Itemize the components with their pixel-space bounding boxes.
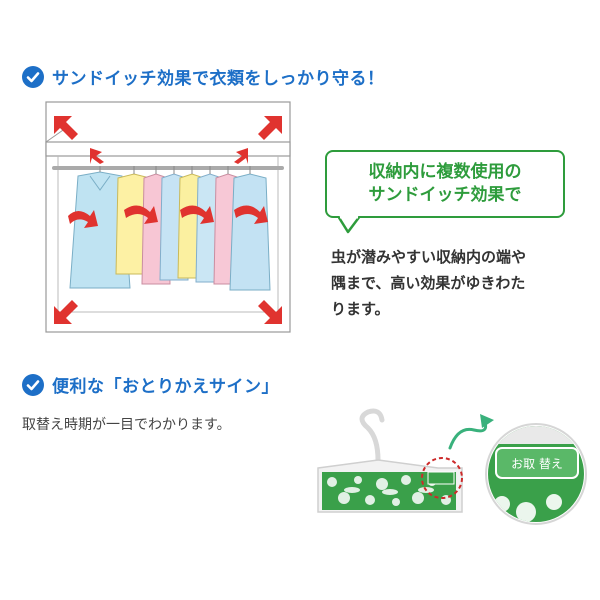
check-circle-icon: [22, 65, 44, 88]
closet-illustration: [45, 101, 291, 333]
section-title: サンドイッチ効果で衣類をしっかり守る！: [52, 69, 385, 89]
callout-line-2: サンドイッチ効果で: [368, 185, 522, 205]
sandwich-description: 虫が潜みやすい収納内の端や 隅まで、高い効果がゆきわた ります。: [331, 244, 581, 322]
description-line-3: ります。: [331, 300, 390, 318]
sign-description: 取替え時期が一目でわかります。: [22, 417, 231, 433]
callout-tail: [338, 216, 361, 234]
check-circle-icon: [22, 373, 44, 396]
section-heading-sign: 便利な「おとりかえサイン」: [22, 372, 279, 397]
description-line-1: 虫が潜みやすい収納内の端や: [331, 248, 527, 266]
section-heading-sandwich: サンドイッチ効果で衣類をしっかり守る！: [22, 64, 385, 89]
section-title: 便利な「おとりかえサイン」: [52, 377, 279, 397]
sign-text: お取 替え: [511, 457, 563, 471]
callout-line-1: 収納内に複数使用の: [368, 162, 522, 183]
callout-bubble: 収納内に複数使用の サンドイッチ効果で: [325, 150, 565, 218]
description-line-2: 隅まで、高い効果がゆきわた: [331, 274, 526, 292]
hanger-product-illustration: お取 替え: [317, 408, 587, 525]
